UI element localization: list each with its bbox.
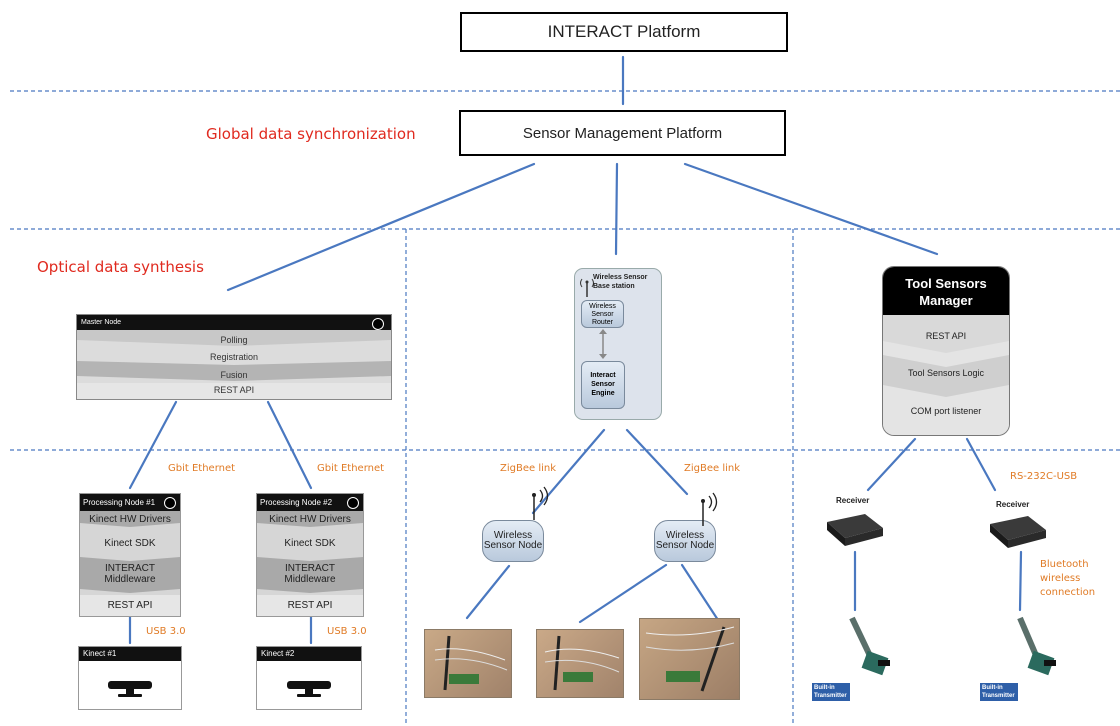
zigbee-label-1: ZigBee link	[500, 463, 557, 474]
sensor-management-label: Sensor Management Platform	[522, 124, 723, 142]
master-node-title: Master Node	[81, 319, 122, 326]
pn1-row-middleware: INTERACT Middleware	[104, 563, 156, 585]
link-tsm-recv2	[965, 437, 997, 492]
kinect-2: Kinect #2	[256, 646, 362, 710]
tool-sensors-manager: Tool Sensors Manager REST API Tool Senso…	[882, 266, 1010, 436]
tsm-layer-bands	[883, 315, 1009, 435]
antenna-waves-icon	[701, 492, 718, 526]
rs232-label: RS-232C-USB	[1010, 471, 1078, 482]
processing-node-1-bands	[80, 511, 180, 616]
bluetooth-label-text: Bluetooth wireless connection	[1040, 559, 1096, 598]
kinect-1-title: Kinect #1	[79, 647, 181, 661]
sensor-board-image	[544, 635, 620, 691]
kinect-dot-icon	[164, 497, 176, 509]
kinect-sensor-icon	[287, 681, 331, 697]
kinect-dot-icon	[372, 318, 384, 330]
usb-label-2: USB 3.0	[327, 626, 367, 637]
receiver-2-label: Receiver	[996, 500, 1030, 509]
tool-sensors-title: Tool Sensors Manager	[883, 267, 1009, 315]
interact-platform-box: INTERACT Platform	[460, 12, 788, 52]
kinect-dot-icon	[347, 497, 359, 509]
engine-label: Interact Sensor Engine	[590, 372, 616, 397]
kinect-sensor-icon	[108, 681, 152, 697]
link-smp-master	[226, 162, 536, 292]
wireless-node-1-label: Wireless Sensor Node	[483, 530, 543, 551]
master-layer-fusion: Fusion	[220, 370, 248, 380]
tool-sensor-icon	[849, 616, 890, 676]
processing-node-2-bands	[257, 511, 363, 616]
tsm-logic: Tool Sensors Logic	[907, 368, 985, 378]
link-base-node2	[625, 428, 689, 496]
sensor-board-photo-3	[639, 618, 740, 700]
processing-node-2-title: Processing Node #2	[260, 498, 333, 507]
link-node1-sensor1	[465, 564, 511, 620]
master-layer-rest-api: REST API	[213, 385, 255, 395]
wireless-node-2-label: Wireless Sensor Node	[655, 530, 715, 551]
pn2-row-sdk: Kinect SDK	[284, 538, 336, 549]
bidirectional-arrow-icon	[599, 329, 607, 359]
kinect-2-title: Kinect #2	[257, 647, 361, 661]
link-smp-tools	[683, 162, 939, 256]
receiver-device-icon	[827, 514, 883, 546]
pn2-row-middleware: INTERACT Middleware	[284, 563, 336, 585]
processing-node-2: Processing Node #2 Kinect HW Drivers Kin…	[256, 493, 364, 617]
link-tsm-recv1	[866, 437, 917, 492]
wireless-base-title: Wireless Sensor Base station	[593, 274, 648, 290]
receiver-1-label: Receiver	[836, 496, 870, 505]
antenna-waves-icon	[532, 486, 549, 520]
pn1-row-drivers: Kinect HW Drivers	[89, 514, 171, 525]
processing-node-1-header: Processing Node #1	[80, 494, 180, 511]
tsm-rest-api: REST API	[925, 331, 967, 341]
link-node2-sensor2	[578, 563, 668, 624]
sensor-board-image	[434, 635, 508, 691]
interact-sensor-engine: Interact Sensor Engine	[581, 361, 625, 409]
router-label: Wireless Sensor Router	[589, 303, 616, 326]
global-sync-label: Global data synchronization	[206, 125, 416, 143]
processing-node-1-title: Processing Node #1	[83, 498, 156, 507]
master-node-header: Master Node	[77, 315, 391, 330]
wireless-sensor-router: Wireless Sensor Router	[581, 300, 624, 328]
link-node2-sensor3	[680, 563, 720, 622]
pn1-row-sdk: Kinect SDK	[104, 538, 156, 549]
tool-sensor-icon	[1017, 616, 1056, 676]
sensor-board-photo-1	[424, 629, 512, 698]
master-layer-polling: Polling	[220, 335, 248, 345]
master-layer-bands	[77, 330, 391, 399]
gbit-ethernet-label-2: Gbit Ethernet	[317, 463, 385, 474]
transmitter-2-label: Built-in Transmitter	[980, 683, 1018, 701]
sensor-board-photo-2	[536, 629, 624, 698]
wireless-base-station: Wireless Sensor Base station Wireless Se…	[574, 268, 662, 420]
bluetooth-label: Bluetooth wireless connection	[1040, 558, 1100, 600]
link-base-node1	[531, 428, 606, 515]
link-recv2-tool2	[1018, 550, 1023, 612]
processing-node-1: Processing Node #1 Kinect HW Drivers Kin…	[79, 493, 181, 617]
interact-platform-label: INTERACT Platform	[547, 22, 701, 41]
pn1-row-rest-api: REST API	[107, 600, 153, 611]
sensor-management-box: Sensor Management Platform	[459, 110, 786, 156]
link-smp-wireless	[614, 162, 619, 256]
link-master-pn2	[266, 400, 313, 490]
master-node: Master Node Polling Registration Fusion …	[76, 314, 392, 400]
processing-node-2-header: Processing Node #2	[257, 494, 363, 511]
receiver-device-icon	[990, 516, 1046, 548]
wireless-sensor-node-2: Wireless Sensor Node	[654, 520, 716, 562]
usb-label-1: USB 3.0	[146, 626, 186, 637]
sensor-board-image	[645, 626, 735, 692]
antenna-waves-icon	[580, 278, 594, 297]
zigbee-label-2: ZigBee link	[684, 463, 741, 474]
transmitter-1-label: Built-in Transmitter	[812, 683, 850, 701]
optical-synthesis-label: Optical data synthesis	[37, 258, 204, 276]
master-layer-registration: Registration	[209, 352, 259, 362]
wireless-sensor-node-1: Wireless Sensor Node	[482, 520, 544, 562]
link-master-pn1	[128, 400, 178, 490]
pn2-row-drivers: Kinect HW Drivers	[269, 514, 351, 525]
tsm-com-listener: COM port listener	[910, 406, 982, 416]
gbit-ethernet-label-1: Gbit Ethernet	[168, 463, 236, 474]
kinect-1: Kinect #1	[78, 646, 182, 710]
pn2-row-rest-api: REST API	[287, 600, 333, 611]
